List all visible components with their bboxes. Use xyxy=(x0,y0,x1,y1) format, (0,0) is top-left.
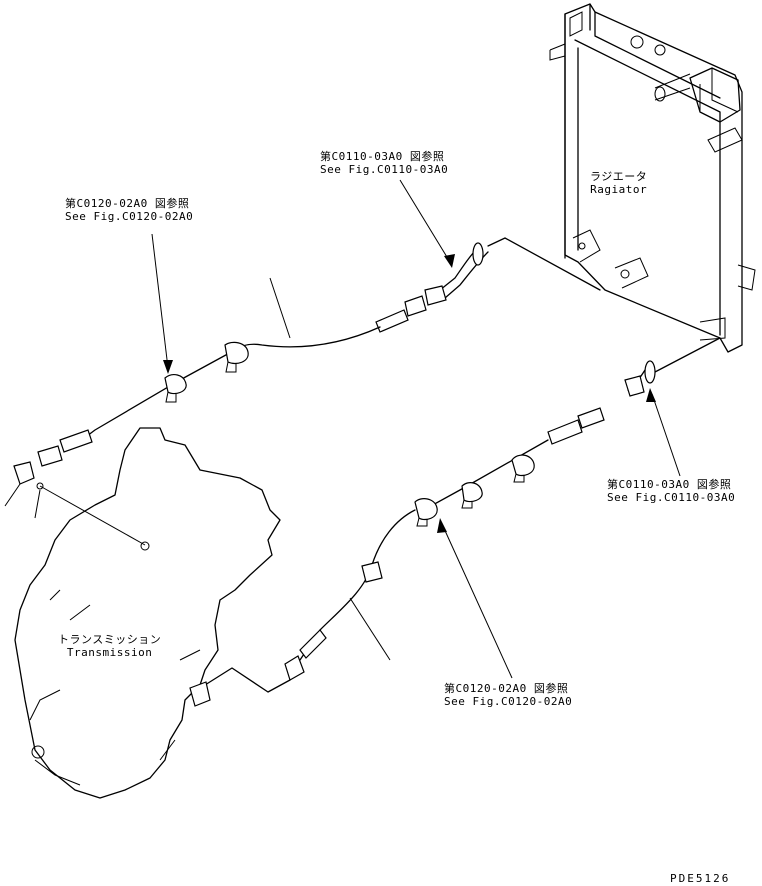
ref-label-right: 第C0110-03A0 図参照 See Fig.C0110-03A0 xyxy=(607,478,736,504)
ref-label-bottom: 第C0120-02A0 図参照 See Fig.C0120-02A0 xyxy=(444,682,573,708)
drawing-code: PDE5126 xyxy=(670,872,731,885)
radiator-label: ラジエータ Ragiator xyxy=(590,170,648,196)
ref-label-top-left: 第C0120-02A0 図参照 See Fig.C0120-02A0 xyxy=(65,197,194,223)
lower-oil-hose xyxy=(189,337,721,707)
transmission-label: トランスミッション Transmission xyxy=(58,633,162,659)
upper-oil-hose xyxy=(4,237,601,551)
ref-label-top-center: 第C0110-03A0 図参照 See Fig.C0110-03A0 xyxy=(320,150,449,176)
transmission-housing xyxy=(14,427,281,799)
radiator-assembly xyxy=(549,3,756,353)
pointer-lines xyxy=(151,179,681,679)
